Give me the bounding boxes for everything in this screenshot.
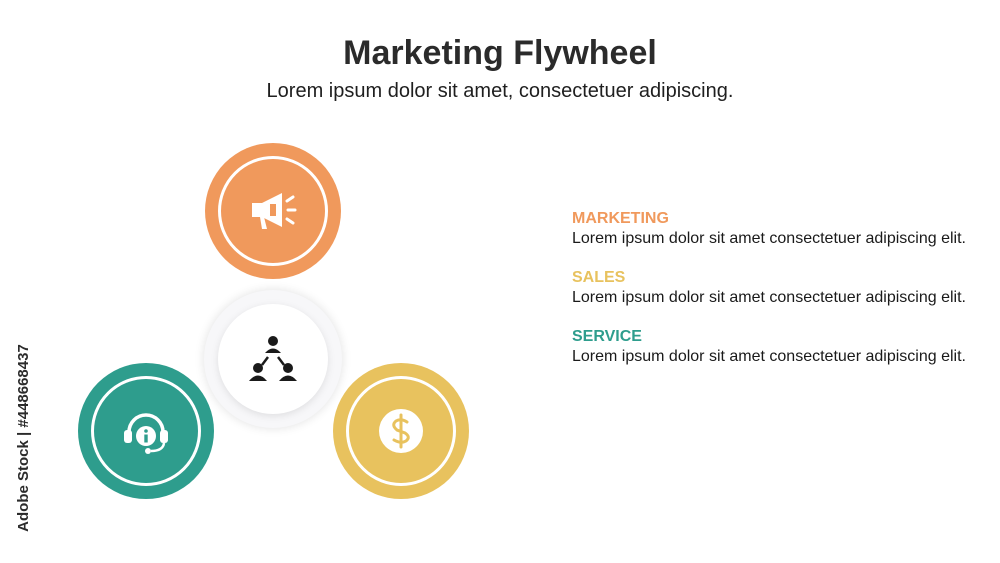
page-subtitle: Lorem ipsum dolor sit amet, consectetuer…: [266, 80, 734, 102]
sales-ring: [346, 376, 456, 486]
service-circle: [78, 363, 214, 499]
stock-watermark: Adobe Stock | #448668437: [15, 344, 32, 532]
megaphone-icon: [252, 193, 297, 229]
center-inner-circle: [218, 304, 328, 414]
page-title: Marketing Flywheel: [343, 34, 657, 72]
legend-text-service: Lorem ipsum dolor sit amet consectetuer …: [572, 348, 966, 365]
service-ring: [91, 376, 201, 486]
legend-text-sales: Lorem ipsum dolor sit amet consectetuer …: [572, 289, 966, 306]
legend-heading-service: SERVICE: [572, 328, 642, 345]
marketing-ring: [218, 156, 328, 266]
legend-item-service: SERVICE Lorem ipsum dolor sit amet conse…: [572, 327, 972, 367]
legend: MARKETING Lorem ipsum dolor sit amet con…: [572, 209, 972, 386]
center-circle: [204, 290, 342, 428]
team-network-icon: [249, 336, 297, 381]
legend-heading-marketing: MARKETING: [572, 210, 669, 227]
headset-info-icon: [124, 413, 168, 454]
legend-item-sales: SALES Lorem ipsum dolor sit amet consect…: [572, 268, 972, 308]
dollar-coin-icon: [379, 409, 423, 453]
marketing-circle: [205, 143, 341, 279]
legend-heading-sales: SALES: [572, 269, 626, 286]
legend-item-marketing: MARKETING Lorem ipsum dolor sit amet con…: [572, 209, 972, 249]
legend-text-marketing: Lorem ipsum dolor sit amet consectetuer …: [572, 230, 966, 247]
sales-circle: [333, 363, 469, 499]
